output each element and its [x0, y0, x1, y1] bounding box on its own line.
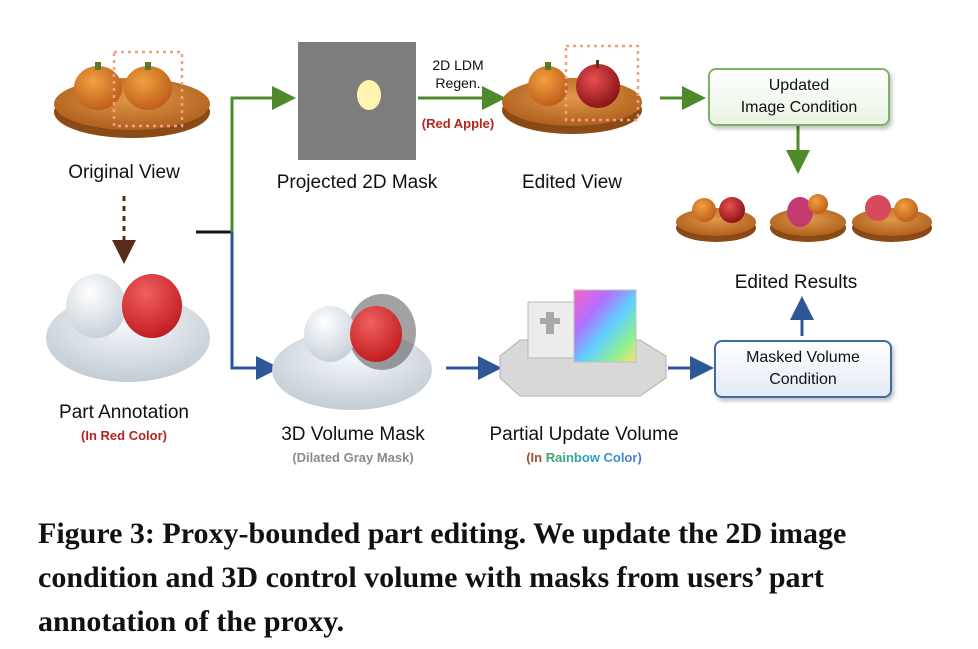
figure-graphics	[46, 42, 932, 410]
figure-caption: Figure 3: Proxy-bounded part editing. We…	[38, 517, 847, 638]
volume-mask-image	[272, 294, 432, 410]
figure-3: Original View Part Annotation (In Red Co…	[46, 42, 932, 465]
original-view-label: Original View	[68, 162, 180, 183]
green-branch-arrow	[230, 86, 296, 232]
projected-mask-image	[298, 42, 416, 160]
part-annotation-image	[46, 274, 210, 382]
rainbow-note-word: Rainbow Color	[545, 450, 638, 465]
updated-condition-line2: Image Condition	[740, 99, 858, 116]
partial-update-volume-label: Partial Update Volume	[489, 424, 679, 445]
ldm-regen-line1: 2D LDM	[432, 57, 484, 73]
edited-view-image	[502, 44, 642, 134]
part-annotation-note: (In Red Color)	[81, 428, 167, 443]
part-annotation-label: Part Annotation	[59, 402, 189, 423]
masked-volume-condition-box: Masked Volume Condition	[714, 340, 892, 398]
edited-results-images	[676, 194, 932, 242]
edited-view-label: Edited View	[522, 172, 622, 193]
blue-branch-arrow	[230, 232, 280, 380]
masked-volume-line2: Condition	[769, 371, 837, 388]
rainbow-note: (In Rainbow Color)	[526, 450, 642, 465]
red-apple-note: (Red Apple)	[421, 116, 495, 131]
volume-mask-note: (Dilated Gray Mask)	[292, 450, 414, 465]
original-view-image	[54, 50, 210, 138]
updated-image-condition-box: Updated Image Condition	[708, 68, 890, 126]
rainbow-note-prefix: (In	[526, 450, 546, 465]
rainbow-note-suffix: )	[637, 450, 642, 465]
ldm-regen-line2: Regen.	[435, 75, 481, 91]
masked-volume-line1: Masked Volume	[746, 349, 860, 366]
volume-mask-label: 3D Volume Mask	[281, 424, 425, 445]
edited-results-label: Edited Results	[734, 272, 858, 293]
updated-condition-line1: Updated	[768, 77, 830, 94]
projected-mask-label: Projected 2D Mask	[276, 172, 438, 193]
partial-update-volume-image	[499, 289, 667, 397]
